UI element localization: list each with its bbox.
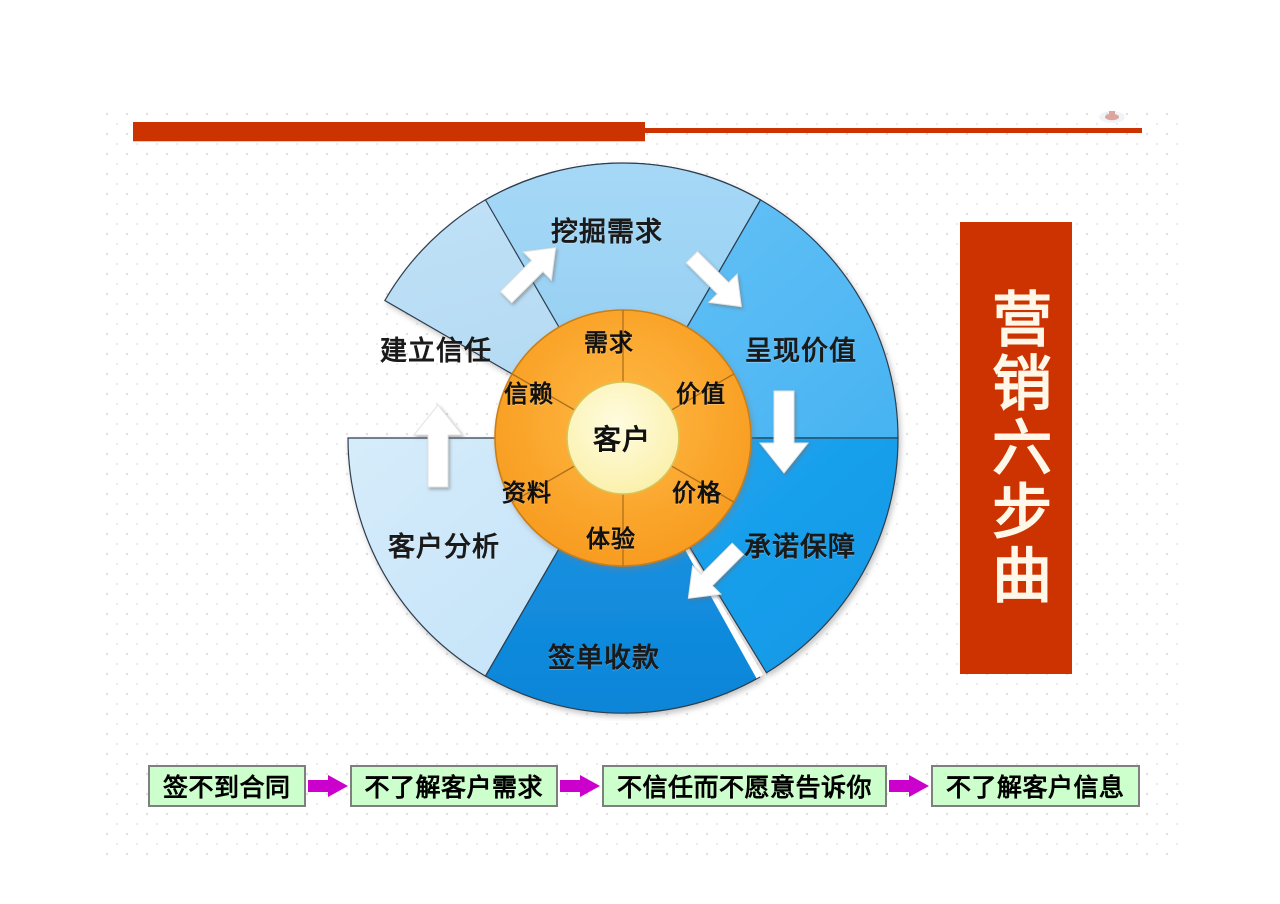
center-label-customer: 客户 [593,423,652,456]
arrow-analysis-to-build-trust [412,404,464,488]
logo-watermark-icon [1098,107,1126,127]
flow-arrow-1-icon [306,772,350,800]
flow-step-2-label: 不了解客户需求 [364,773,544,802]
outer-label-close-deal: 签单收款 [548,643,660,674]
failure-chain-flow: 签不到合同 不了解客户需求 不信任而不愿意告诉你 不了解客户信息 [148,763,1153,809]
flow-step-3-label: 不信任而不愿意告诉你 [617,773,873,802]
title-banner: 营销六步曲 [960,222,1072,674]
header-rule-thin [645,128,1142,133]
outer-label-customer-analysis: 客户分析 [388,532,500,563]
wheel-svg [347,162,899,714]
flow-step-1-label: 签不到合同 [163,773,291,802]
arrow-commitment-to-close-deal [687,542,745,599]
title-banner-text: 营销六步曲 [981,288,1052,608]
flow-step-1[interactable]: 签不到合同 [148,765,306,807]
outer-label-commitment-guarantee: 承诺保障 [744,532,856,563]
outer-sector-close-deal [484,436,761,714]
header-rule-thick [133,122,645,141]
flow-step-4-label: 不了解客户信息 [946,773,1125,802]
inner-label-price: 价格 [672,479,722,507]
arrow-dig-needs-to-present-value [685,250,742,308]
arrow-present-value-to-commitment [758,390,810,474]
outer-label-dig-needs: 挖掘需求 [551,217,663,248]
marketing-wheel-diagram: 建立信任 客户分析 挖掘需求 呈现价值 承诺保障 签单收款 需求 价值 价格 体… [340,155,906,721]
outer-label-build-trust: 建立信任 [380,336,492,367]
flow-arrow-3-icon [887,772,931,800]
flow-step-2[interactable]: 不了解客户需求 [349,765,559,807]
outer-label-present-value: 呈现价值 [745,336,857,367]
flow-step-4[interactable]: 不了解客户信息 [931,765,1140,807]
inner-label-trust: 信赖 [504,380,554,408]
inner-label-need: 需求 [584,329,634,357]
outer-sector-dig-needs [484,162,762,440]
inner-label-value: 价值 [676,380,726,408]
arrow-build-trust-to-dig-needs [499,247,557,304]
center-disc [566,381,680,495]
flow-arrow-2-icon [558,772,602,800]
inner-label-material: 资料 [502,479,552,507]
inner-label-experience: 体验 [586,525,636,553]
flow-step-3[interactable]: 不信任而不愿意告诉你 [602,765,888,807]
